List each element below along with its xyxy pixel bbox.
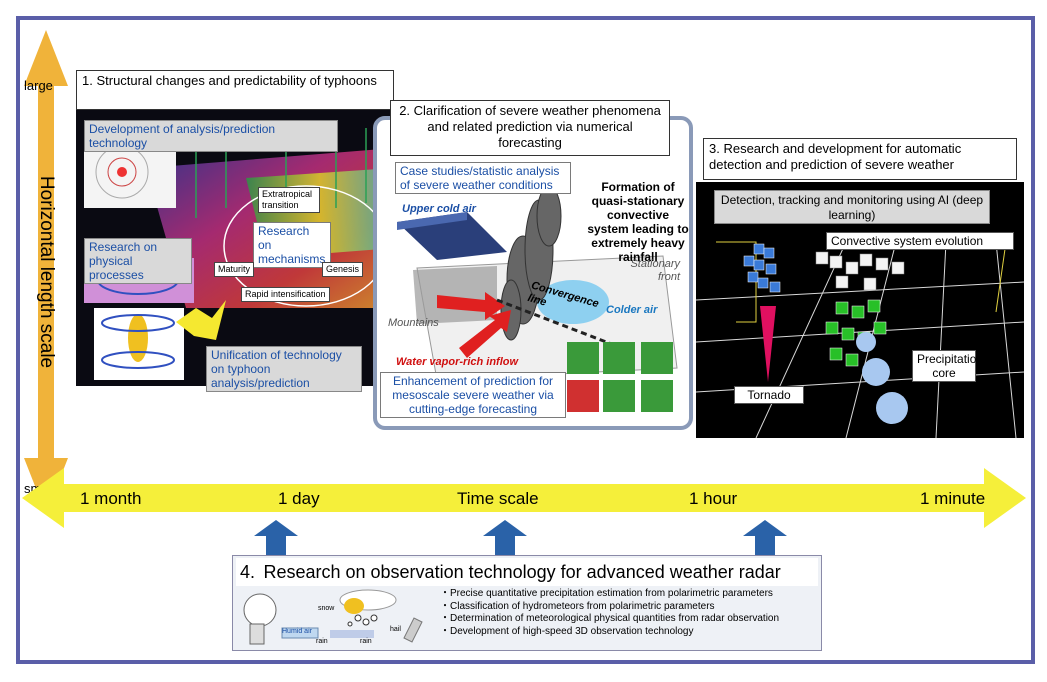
panel1-unification: Unification of technology on typhoon ana… (206, 346, 362, 392)
time-1-hour: 1 hour (689, 489, 738, 508)
panel1-physical: Research on physical processes (84, 238, 192, 284)
panel1-dev-box: Development of analysis/prediction techn… (84, 120, 338, 152)
panel4-rain2: rain (360, 638, 372, 645)
panel4-bullet: ・Precise quantitative precipitation esti… (440, 588, 773, 599)
panel2-stationary-front: Stationary front (630, 258, 680, 283)
vertical-axis-title: Horizontal length scale (36, 175, 57, 369)
time-1-month: 1 month (80, 489, 142, 508)
panel4-bullet: ・Development of high-speed 3D observatio… (440, 625, 694, 637)
panel1-maturity: Maturity (214, 262, 255, 277)
large-label: large (24, 78, 53, 93)
panel2-title: 2. Clarification of severe weather pheno… (390, 100, 670, 156)
panel1-extratropical: Extratropical transition (258, 187, 320, 213)
panel3-image (695, 182, 1025, 439)
panel3-convective: Convective system evolution (826, 232, 1014, 250)
panel2-mountains: Mountains (388, 317, 439, 329)
panel4-title-number: 4. (240, 562, 256, 582)
panel4-bullet: ・Determination of meteorological physica… (440, 613, 780, 624)
panel2-inflow: Water vapor-rich inflow (396, 356, 519, 368)
panel2-case-studies: Case studies/statistic analysis of sever… (395, 162, 571, 194)
panel1-rapid: Rapid intensification (241, 287, 330, 302)
panel3-precip-core: Precipitation core (912, 350, 983, 382)
panel2-illustration (397, 185, 678, 412)
panel4-title: Research on observation technology for a… (263, 562, 781, 582)
up-arrow-3 (743, 520, 787, 556)
panel3-grid-visualization (695, 241, 1025, 439)
panel1-genesis: Genesis (322, 262, 364, 277)
time-scale-arrow (22, 468, 1026, 528)
panel4-snow: snow (318, 605, 335, 612)
panel4-rain: rain (316, 638, 328, 645)
panel3-title: 3. Research and development for automati… (703, 138, 1017, 180)
panel4-radar-illustration (243, 589, 423, 645)
up-arrow-2 (483, 520, 527, 556)
panel4-bullet: ・Classification of hydrometeors from pol… (440, 600, 715, 612)
panel1-mechanisms: Research on mechanisms (253, 222, 331, 268)
time-1-minute: 1 minute (920, 489, 986, 508)
time-scale-label: Time scale (457, 489, 539, 508)
vertical-scale-arrow (24, 30, 68, 514)
time-1-day: 1 day (278, 489, 320, 508)
panel2-colder-air: Colder air (606, 304, 658, 316)
panel4-title-row: 4. Research on observation technology fo… (236, 558, 818, 586)
panel4-bullet-list: ・Precise quantitative precipitation esti… (440, 588, 816, 638)
panel2-enhancement: Enhancement of prediction for mesoscale … (380, 372, 566, 418)
panel1-title: 1. Structural changes and predictability… (76, 70, 394, 110)
panel3-detection: Detection, tracking and monitoring using… (714, 190, 990, 224)
panel4-hail: hail (390, 626, 401, 633)
panel4-humid-air: Humid air (282, 628, 312, 635)
panel3-tornado: Tornado (734, 386, 804, 404)
panel2-upper-cold: Upper cold air (402, 203, 476, 215)
up-arrow-1 (254, 520, 298, 556)
panel2-formation: Formation of quasi-stationary convective… (587, 180, 689, 264)
